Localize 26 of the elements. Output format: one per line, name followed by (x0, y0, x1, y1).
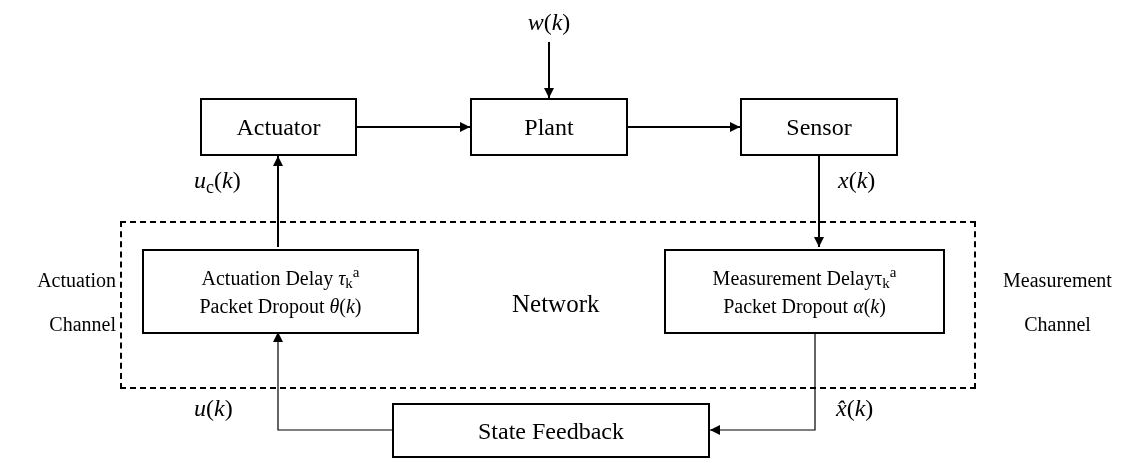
block-text: Packet Dropout α(k) (723, 293, 886, 320)
edge-label: u(k) (192, 396, 235, 420)
arrow (814, 155, 824, 248)
arrow (356, 122, 471, 132)
channel-label: Measurement Channel (1002, 268, 1113, 337)
block-text: State Feedback (478, 416, 624, 446)
block-text: Packet Dropout θ(k) (199, 293, 362, 320)
block-text: Plant (524, 113, 574, 142)
block-text: Actuator (236, 113, 321, 142)
arrow (627, 122, 741, 132)
block-box (200, 98, 357, 156)
block-box (740, 98, 898, 156)
block-text: Sensor (786, 113, 852, 142)
block-text: w(k) (527, 8, 571, 37)
edge-label: u$_{c}$(k) (192, 168, 243, 192)
block-box (470, 98, 628, 156)
block-box (392, 403, 710, 458)
network-region (120, 221, 976, 389)
region-title: Network (512, 289, 600, 319)
edge-label: x(k) (836, 168, 878, 192)
channel-label: Actuation Channel (36, 268, 116, 337)
arrow (273, 155, 283, 248)
edge-label: x̂(k) (834, 396, 876, 420)
block-box (664, 249, 945, 334)
arrow (544, 41, 554, 99)
block-box (142, 249, 419, 334)
